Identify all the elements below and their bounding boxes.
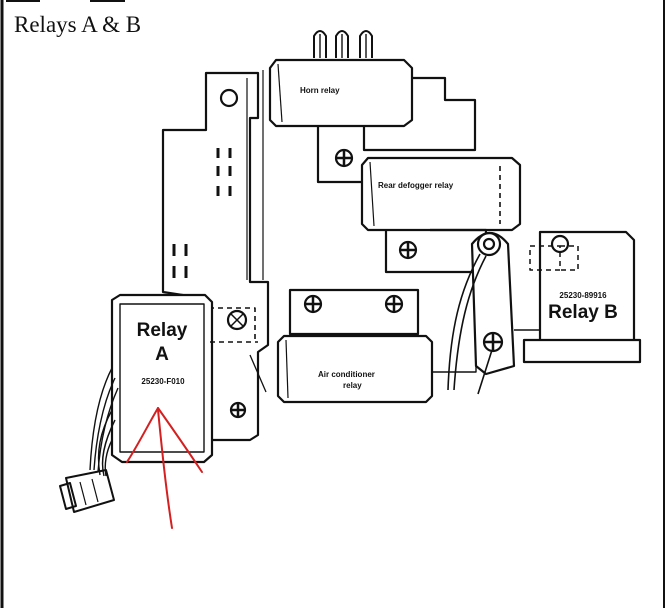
red-annotation-arrow xyxy=(126,407,203,529)
relay-a-part-number: 25230-F010 xyxy=(141,377,185,386)
relay-a-wire-harness xyxy=(59,367,119,513)
horn-relay-terminals xyxy=(313,30,373,58)
bracket-bolt-hole xyxy=(219,88,239,108)
ground-bracket xyxy=(447,231,516,395)
diagram-title: Relays A & B xyxy=(14,12,142,37)
horn-relay-label: Horn relay xyxy=(300,86,340,95)
relay-a-label-line1: Relay xyxy=(137,320,188,341)
rear-defogger-relay xyxy=(360,156,522,232)
relay-b-label: Relay B xyxy=(548,302,618,323)
horn-relay-bracket xyxy=(316,76,477,184)
rear-defogger-relay-label: Rear defogger relay xyxy=(378,181,454,190)
relay-b xyxy=(514,230,642,364)
air-conditioner-relay-bracket xyxy=(288,288,420,336)
pointer-line xyxy=(249,354,267,393)
relay-a-mount xyxy=(210,307,258,419)
air-conditioner-relay xyxy=(276,334,477,404)
defogger-relay-bracket xyxy=(384,228,488,274)
air-conditioner-relay-label-line1: Air conditioner xyxy=(318,370,375,379)
relay-a-label-line2: A xyxy=(155,344,169,365)
left-mounting-bracket xyxy=(161,70,270,442)
relay-a xyxy=(110,293,214,464)
air-conditioner-relay-label-line2: relay xyxy=(343,381,362,390)
relay-b-part-number: 25230-89916 xyxy=(559,291,607,300)
horn-relay xyxy=(268,30,414,128)
